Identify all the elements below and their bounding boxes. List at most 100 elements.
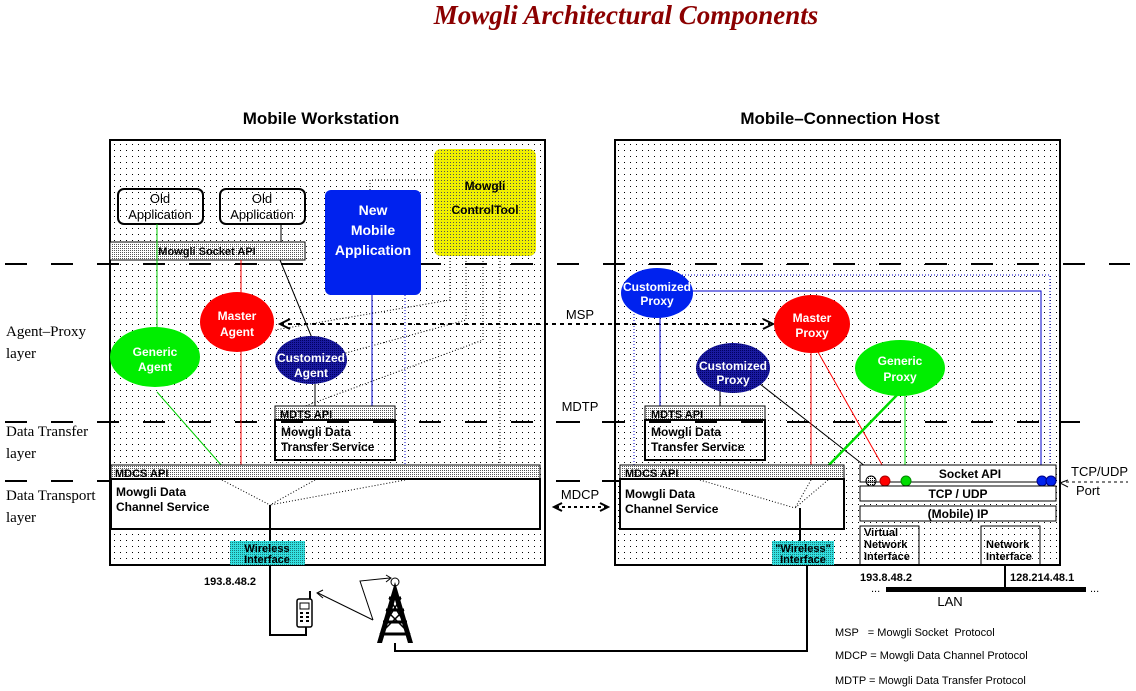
virtual-network-interface: Virtual Network Interface: [859, 525, 920, 566]
svg-text:New: New: [359, 202, 388, 218]
svg-text:Agent: Agent: [138, 360, 172, 374]
customized-proxy-2: Customized Proxy: [696, 343, 770, 393]
svg-text:Proxy: Proxy: [640, 294, 674, 308]
ws-mdcs-links: [221, 479, 406, 506]
master-proxy: Master Proxy: [774, 295, 850, 353]
svg-text:Mowgli Socket API: Mowgli Socket API: [158, 246, 255, 258]
tcp-udp-port-label: TCP/UDP Port: [1058, 464, 1128, 498]
svg-text:Agent: Agent: [294, 366, 328, 380]
msp-label: MSP: [566, 307, 594, 322]
svg-text:Master: Master: [218, 309, 257, 323]
radio-tower-icon: [377, 577, 413, 643]
mdtp-label: MDTP: [562, 399, 599, 414]
svg-text:Customized: Customized: [277, 351, 345, 365]
svg-text:Interface: Interface: [780, 554, 826, 566]
svg-text:Interface: Interface: [864, 551, 910, 563]
svg-text:Proxy: Proxy: [795, 326, 829, 340]
customized-proxy-1: Customized Proxy: [621, 268, 693, 318]
svg-text:Mobile: Mobile: [351, 222, 396, 238]
svg-text:Application: Application: [335, 242, 411, 258]
svg-text:Port: Port: [1076, 483, 1100, 498]
layer-label-agent-proxy: Agent–Proxy layer: [6, 324, 86, 362]
mdcp-arrow: [551, 502, 611, 512]
workstation-title: Mobile Workstation: [243, 109, 399, 128]
svg-text:Agent–Proxy: Agent–Proxy: [6, 324, 86, 340]
mdcp-label: MDCP: [561, 487, 599, 502]
tower-wire: [394, 565, 808, 652]
svg-text:MDTS API: MDTS API: [280, 409, 332, 421]
host-virtual-ip: 193.8.48.2: [860, 572, 912, 584]
svg-text:Virtual: Virtual: [864, 527, 898, 539]
new-mobile-application: New Mobile Application: [325, 190, 421, 295]
host-mdts: MDTS API Mowgli Data Transfer Service: [644, 405, 766, 461]
svg-text:Application: Application: [230, 207, 294, 222]
svg-text:MDCS API: MDCS API: [115, 468, 168, 480]
ws-ip-address: 193.8.48.2: [204, 576, 256, 588]
svg-text:LAN: LAN: [937, 594, 962, 609]
radio-signal-icon: [316, 574, 392, 621]
svg-text:Data Transport: Data Transport: [6, 488, 96, 504]
svg-text:Proxy: Proxy: [883, 370, 917, 384]
svg-text:Old: Old: [150, 191, 170, 206]
svg-text:Transfer Service: Transfer Service: [651, 440, 745, 454]
lan-bus: ... ... LAN: [871, 583, 1099, 609]
ws-socket-api: Mowgli Socket API: [109, 241, 306, 261]
host-mobile-ip: (Mobile) IP: [859, 505, 1057, 522]
host-links: [719, 351, 906, 471]
diagram-title: Mowgli Architectural Components: [433, 0, 819, 30]
host-tcp-udp: TCP / UDP: [859, 485, 1057, 502]
ws-mdcs: MDCS API Mowgli Data Channel Service: [110, 464, 541, 530]
svg-text:Transfer Service: Transfer Service: [281, 440, 375, 454]
svg-text:Channel Service: Channel Service: [625, 502, 719, 516]
host-mdcs-links: [699, 479, 829, 509]
ws-wireless-interface: Wireless Interface: [230, 541, 305, 566]
network-interface: Network Interface: [980, 525, 1041, 566]
customized-agent: Customized Agent: [275, 336, 347, 384]
svg-text:MDCS API: MDCS API: [625, 468, 678, 480]
svg-text:Network: Network: [986, 539, 1030, 551]
svg-text:TCP/UDP: TCP/UDP: [1071, 464, 1128, 479]
svg-text:Customized: Customized: [623, 280, 691, 294]
svg-text:Data Transfer: Data Transfer: [6, 424, 88, 440]
ws-wire: [269, 565, 307, 636]
svg-text:Socket API: Socket API: [939, 467, 1001, 481]
svg-text:Mowgli Data: Mowgli Data: [116, 485, 186, 499]
svg-text:Wireless: Wireless: [244, 543, 289, 555]
svg-text:Old: Old: [252, 191, 272, 206]
msp-arrow: [277, 318, 776, 330]
master-agent: Master Agent: [200, 292, 274, 352]
host-mdcs: MDCS API Mowgli Data Channel Service: [619, 464, 845, 530]
svg-text:Customized: Customized: [699, 359, 767, 373]
old-application-2: Old Application: [219, 188, 306, 225]
host-wireless-interface: "Wireless" Interface: [772, 541, 834, 566]
svg-text:Mowgli: Mowgli: [465, 179, 506, 193]
svg-text:Network: Network: [864, 539, 908, 551]
svg-text:MSP = Mowgli Socket Protoco: MSP = Mowgli Socket Protocol: [835, 627, 995, 639]
svg-text:layer: layer: [6, 346, 36, 362]
protocol-legend: MSP = Mowgli Socket Protocol MDCP = Mowg…: [835, 627, 1028, 687]
control-tool-links: [274, 179, 501, 470]
layer-label-data-transfer: Data Transfer layer: [6, 424, 88, 462]
host-lan-ip: 128.214.48.1: [1010, 572, 1074, 584]
generic-agent: Generic Agent: [110, 327, 200, 387]
svg-text:Channel Service: Channel Service: [116, 500, 210, 514]
svg-text:Generic: Generic: [878, 354, 923, 368]
svg-text:MDTP = Mowgli Data Transfer Pr: MDTP = Mowgli Data Transfer Protocol: [835, 675, 1026, 687]
old-application-1: Old Application: [117, 188, 204, 225]
svg-text:ControlTool: ControlTool: [451, 203, 518, 217]
mobile-phone-icon: [296, 591, 313, 628]
svg-text:Generic: Generic: [133, 345, 178, 359]
svg-text:MDCP = Mowgli Data Channel Pro: MDCP = Mowgli Data Channel Protocol: [835, 650, 1028, 662]
svg-text:Master: Master: [793, 311, 832, 325]
svg-text:Interface: Interface: [244, 554, 290, 566]
svg-text:Agent: Agent: [220, 325, 254, 339]
svg-text:Mowgli Data: Mowgli Data: [281, 425, 351, 439]
mowgli-control-tool: Mowgli ControlTool: [434, 149, 536, 256]
svg-text:layer: layer: [6, 510, 36, 526]
generic-proxy: Generic Proxy: [855, 340, 945, 396]
svg-text:Mowgli Data: Mowgli Data: [625, 487, 695, 501]
svg-text:"Wireless": "Wireless": [775, 543, 831, 555]
svg-text:Interface: Interface: [986, 551, 1032, 563]
svg-text:Proxy: Proxy: [716, 373, 750, 387]
